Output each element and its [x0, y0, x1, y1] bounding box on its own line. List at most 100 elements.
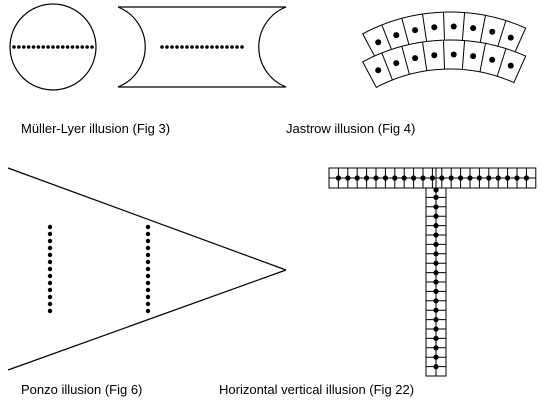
jastrow-dot — [450, 23, 457, 30]
vertical-dot — [433, 345, 439, 351]
ponzo-dot-columns — [47, 224, 151, 314]
vertical-dot — [433, 326, 439, 332]
circle-dot — [31, 45, 36, 49]
concave-dot — [225, 45, 229, 49]
concave-dot — [220, 45, 224, 49]
circle-dot — [21, 45, 26, 49]
horizontal-dot — [335, 175, 341, 181]
vertical-dot — [433, 279, 439, 285]
horizontal-dot — [373, 175, 379, 181]
concave-dotted-line — [160, 45, 244, 49]
horizontal-dot — [354, 175, 360, 181]
horizontal-dot — [439, 175, 445, 181]
jastrow-cell-divider — [444, 12, 445, 41]
horizontal-dot — [514, 175, 520, 181]
concave-outline — [118, 7, 286, 87]
jastrow-dot — [431, 24, 438, 31]
ponzo-dot — [47, 294, 53, 300]
concave-dot — [205, 45, 209, 49]
ponzo-dot — [47, 280, 53, 286]
concave-dot — [175, 45, 179, 49]
jastrow-dot — [489, 28, 496, 35]
circle-dot — [26, 45, 31, 49]
jastrow-cell-divider — [402, 18, 410, 46]
concave-dot — [170, 45, 174, 49]
jastrow-cell-divider — [444, 40, 445, 69]
jastrow-dot — [489, 56, 496, 63]
ponzo-dot — [145, 224, 151, 230]
ponzo-dot — [47, 245, 53, 251]
jastrow-cell-divider — [423, 14, 427, 43]
circle-dot — [12, 45, 16, 49]
ponzo-dot — [145, 238, 151, 244]
concave-dot — [240, 45, 244, 49]
ponzo-dot — [47, 301, 53, 307]
horizontal-dot — [448, 175, 454, 181]
circle-dot — [60, 45, 65, 49]
circle-dot — [80, 45, 85, 49]
ponzo-dot — [47, 308, 53, 314]
horizontal-dot — [505, 175, 511, 181]
vertical-dot — [433, 241, 439, 247]
ponzo-lower-line — [8, 270, 286, 370]
concave-dot — [200, 45, 204, 49]
concave-dot — [210, 45, 214, 49]
circle-outline — [10, 4, 96, 90]
ponzo-dot — [47, 273, 53, 279]
ponzo-dot — [47, 259, 53, 265]
horizontal-dot — [429, 175, 435, 181]
jastrow-cell-divider — [423, 42, 427, 71]
vertical-dot — [433, 298, 439, 304]
ponzo-dot — [145, 308, 151, 314]
ponzo-dot — [145, 280, 151, 286]
jastrow-cell-divider — [462, 13, 464, 42]
jastrow-dot — [470, 25, 477, 32]
ponzo-dot — [145, 252, 151, 258]
horizontal-dot — [495, 175, 501, 181]
muller-lyer-caption: Müller-Lyer illusion (Fig 3) — [21, 121, 171, 136]
horizontal-vertical-figure — [329, 168, 536, 376]
ponzo-figure — [8, 168, 286, 370]
ponzo-dot — [145, 245, 151, 251]
ponzo-dot — [145, 231, 151, 237]
circle-dot — [36, 45, 41, 49]
ponzo-dot — [47, 238, 53, 244]
horizontal-dot — [486, 175, 492, 181]
jastrow-cell-divider — [402, 46, 410, 74]
circle-dot — [41, 45, 46, 49]
circle-dot — [17, 45, 21, 49]
ponzo-dot — [145, 287, 151, 293]
jastrow-dot — [375, 67, 382, 74]
ponzo-caption: Ponzo illusion (Fig 6) — [21, 382, 143, 397]
circle-dot — [51, 45, 55, 49]
circle-dot — [65, 45, 70, 49]
horizontal-dot — [364, 175, 370, 181]
ponzo-dot — [145, 301, 151, 307]
circle-dot — [85, 45, 89, 49]
jastrow-dot — [450, 51, 457, 58]
jastrow-dot — [393, 32, 400, 39]
circle-dot — [56, 45, 60, 49]
horizontal-vertical-caption: Horizontal vertical illusion (Fig 22) — [219, 382, 415, 397]
jastrow-figure — [363, 12, 526, 87]
circle-dot — [46, 45, 50, 49]
jastrow-cell-divider — [480, 15, 486, 43]
vertical-dot — [433, 213, 439, 219]
concave-dot — [185, 45, 189, 49]
concave-dot — [235, 45, 239, 49]
concave-dot — [190, 45, 194, 49]
ponzo-dot — [47, 287, 53, 293]
concave-dot — [195, 45, 199, 49]
jastrow-dot — [412, 27, 419, 34]
jastrow-caption: Jastrow illusion (Fig 4) — [286, 121, 416, 136]
horizontal-dot — [392, 175, 398, 181]
concave-dot — [215, 45, 219, 49]
jastrow-cell-divider — [497, 49, 506, 77]
jastrow-dot — [507, 62, 514, 69]
concave-dot — [165, 45, 169, 49]
ponzo-dot — [145, 294, 151, 300]
ponzo-dot — [47, 266, 53, 272]
jastrow-cell-divider — [382, 25, 393, 52]
jastrow-dot — [507, 34, 514, 41]
horizontal-dot — [458, 175, 464, 181]
